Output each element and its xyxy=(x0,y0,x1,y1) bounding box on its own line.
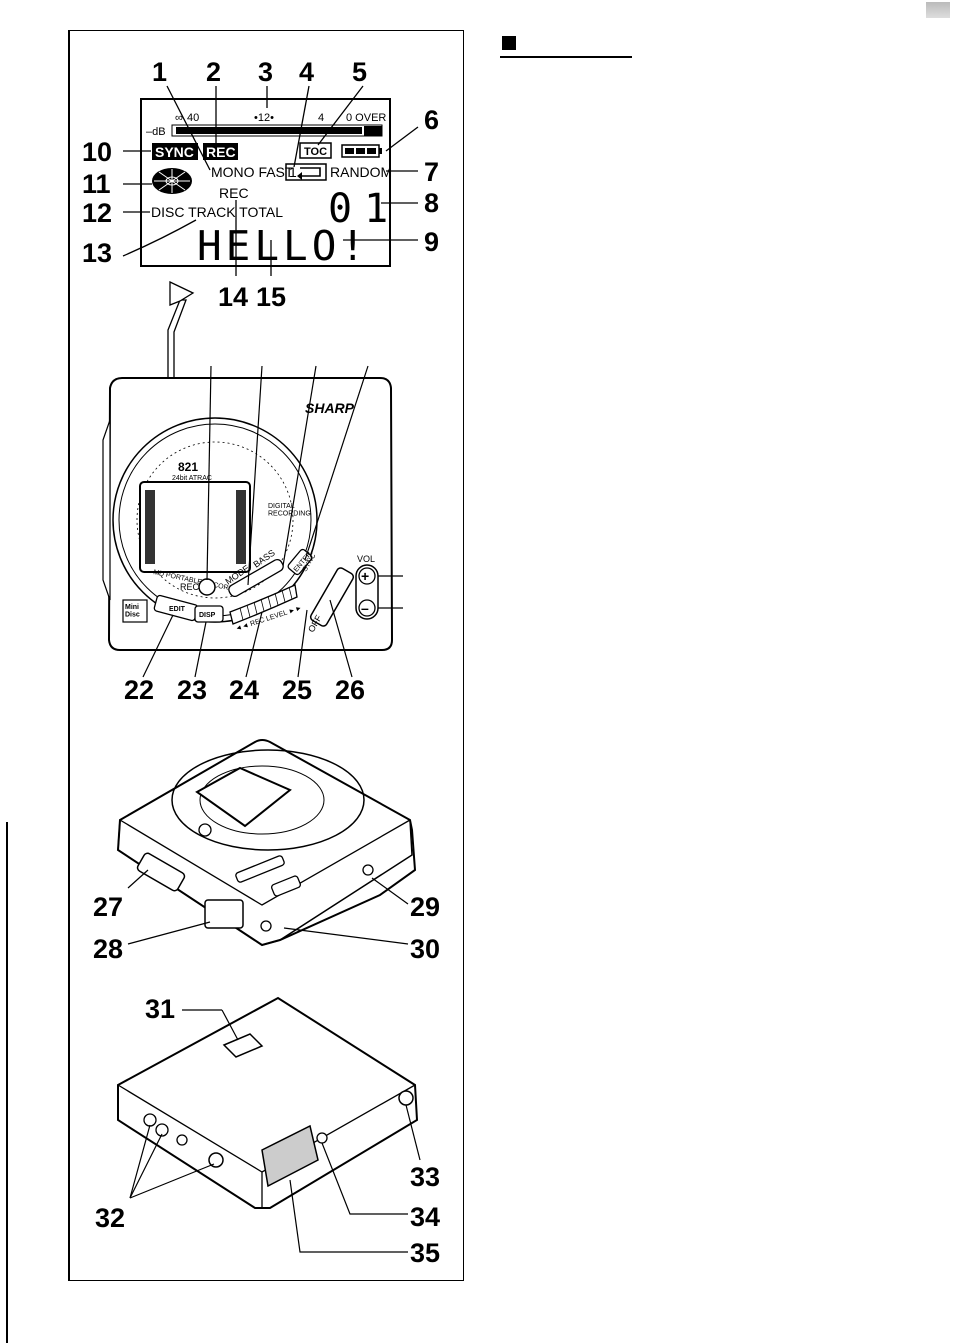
lcd-track-number: 01 xyxy=(328,186,400,232)
vol-label: VOL xyxy=(357,554,375,564)
level-meter xyxy=(171,124,383,137)
front-leader-lines xyxy=(142,365,403,678)
section-heading-underline xyxy=(500,56,632,58)
callout-11: 11 xyxy=(82,169,111,199)
callout-12: 12 xyxy=(82,198,112,228)
mode-bass-button[interactable] xyxy=(227,558,285,598)
device-perspective-front xyxy=(116,739,417,947)
figure-frame xyxy=(68,30,464,1281)
lcd-scale-4: 4 xyxy=(318,112,324,124)
lcd-scale-12: •12• xyxy=(254,112,274,124)
rec-level-ridges xyxy=(239,586,293,621)
callout-13: 13 xyxy=(82,238,112,268)
callout-29: 29 xyxy=(410,892,440,922)
repeat-one-icon: 1 xyxy=(285,163,327,181)
callout-33: 33 xyxy=(410,1162,440,1192)
callout-5: 5 xyxy=(352,57,367,87)
callout-26: 26 xyxy=(335,675,365,705)
lcd-character-display: HELLO! xyxy=(197,222,369,270)
callout-1: 1 xyxy=(152,57,167,87)
rec-badge-bg xyxy=(203,143,238,160)
callout-7: 7 xyxy=(424,157,439,187)
sync-badge-bg xyxy=(152,143,198,160)
play-stop-switch[interactable] xyxy=(309,567,355,628)
callout-35: 35 xyxy=(410,1238,440,1268)
callout-10: 10 xyxy=(82,137,112,167)
callout-23: 23 xyxy=(177,675,207,705)
callout-2: 2 xyxy=(206,57,221,87)
disp-label: DISP xyxy=(199,612,216,619)
toc-label: TOC xyxy=(304,146,327,158)
perspective2-leader-lines xyxy=(129,1009,421,1253)
volume-up-button[interactable] xyxy=(358,567,376,585)
lcd-scale-db: –dB xyxy=(146,126,166,138)
lcd-display: ∞ 40 •12• 4 0 OVER –dB SYNC REC TOC xyxy=(140,98,400,270)
disc-icon xyxy=(152,168,192,194)
battery-case[interactable] xyxy=(261,1124,319,1188)
callout-25: 25 xyxy=(282,675,312,705)
device-display-window xyxy=(139,481,251,573)
rec-button-label: REC xyxy=(180,582,200,592)
lcd-random: RANDOM xyxy=(330,164,392,180)
left-margin-rule xyxy=(6,822,8,1343)
callout-22: 22 xyxy=(124,675,154,705)
disp-button[interactable] xyxy=(194,605,224,623)
toc-box xyxy=(299,142,332,159)
callout-30: 30 xyxy=(410,934,440,964)
lcd-disc-track-total: DISC TRACK TOTAL xyxy=(151,204,283,220)
callout-27: 27 xyxy=(93,892,123,922)
callout-14: 14 xyxy=(218,282,248,312)
callout-15: 15 xyxy=(256,282,286,312)
volume-down-button[interactable] xyxy=(358,599,376,617)
callout-28: 28 xyxy=(93,934,123,964)
lcd-scale-0-over: 0 OVER xyxy=(346,112,386,124)
perspective1-leader-lines xyxy=(127,869,409,945)
model-number: 821 xyxy=(178,460,198,474)
lcd-leader-lines xyxy=(122,85,419,276)
rec-button[interactable] xyxy=(198,578,216,596)
edit-label: EDIT xyxy=(169,606,186,613)
minidisc-logo xyxy=(122,599,148,623)
lcd-scale-infinity: ∞ xyxy=(175,112,183,124)
rec-level-dial[interactable] xyxy=(229,584,298,625)
volume-down-symbol: – xyxy=(361,600,369,616)
callout-34: 34 xyxy=(410,1202,440,1232)
callout-6: 6 xyxy=(424,105,439,135)
callout-32: 32 xyxy=(95,1203,125,1233)
sync-badge: SYNC xyxy=(155,144,194,160)
volume-up-symbol: + xyxy=(361,568,369,584)
svg-text:1: 1 xyxy=(289,164,297,180)
callout-3: 3 xyxy=(258,57,273,87)
hold-switch[interactable] xyxy=(136,852,186,892)
battery-icon xyxy=(341,144,382,158)
lcd-rec-label: REC xyxy=(219,185,249,201)
callout-4: 4 xyxy=(299,57,314,87)
lcd-mono-fast: MONO FAST xyxy=(211,164,294,180)
callout-9: 9 xyxy=(424,227,439,257)
lcd-scale-40: 40 xyxy=(187,112,199,124)
rec-badge: REC xyxy=(206,144,236,160)
device-perspective-back xyxy=(117,996,419,1209)
brand-logo: SHARP xyxy=(305,400,355,416)
atrac-label: 24bit ATRAC xyxy=(172,475,212,482)
callout-24: 24 xyxy=(229,675,259,705)
section-heading-square xyxy=(502,36,516,50)
page-corner-smudge xyxy=(926,2,950,18)
callout-8: 8 xyxy=(424,188,439,218)
callout-31: 31 xyxy=(145,994,175,1024)
charge-jack-cover[interactable] xyxy=(204,899,244,929)
open-lever[interactable] xyxy=(222,1033,264,1058)
